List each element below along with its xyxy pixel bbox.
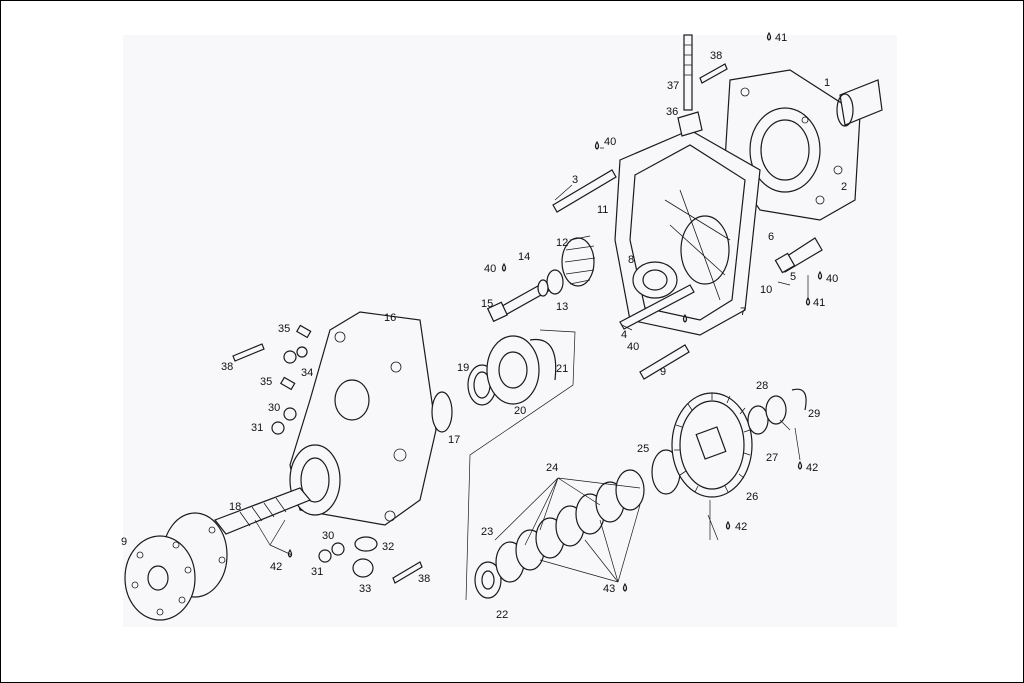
label-31-bottom: 31 [311,566,323,578]
leader-lines [254,147,809,556]
label-33: 33 [359,583,371,595]
label-40-mid: 40 [627,341,639,353]
pinion-gear [537,235,596,297]
label-40-right: 40 [826,273,838,285]
label-35-mid: 35 [260,376,272,388]
label-13: 13 [556,301,568,313]
label-42-left: 42 [270,561,282,573]
label-5: 5 [790,271,796,283]
label-2: 2 [841,181,847,193]
label-42-right: 42 [806,462,818,474]
label-4: 4 [621,329,627,341]
label-25: 25 [637,443,649,455]
label-26: 26 [746,491,758,503]
label-3: 3 [572,174,578,186]
label-40-top: 40 [604,136,616,148]
label-11: 11 [597,204,608,216]
label-40-left: 40 [484,263,496,275]
main-housing [614,129,761,336]
label-38-left: 38 [221,361,233,373]
label-20: 20 [514,405,526,417]
label-29: 29 [808,408,820,420]
main-gear [671,388,807,498]
label-6: 6 [768,231,774,243]
label-36: 36 [666,106,678,118]
label-10: 10 [760,284,772,296]
label-41-right: 41 [813,297,825,309]
label-9-flange: 9 [121,536,127,548]
breather-rod [677,34,703,137]
label-41-top: 41 [775,32,787,44]
label-1: 1 [824,77,830,89]
label-19: 19 [457,362,469,374]
label-34: 34 [301,367,313,379]
label-9: 9 [660,366,666,378]
label-16: 16 [384,312,396,324]
label-21: 21 [556,363,568,375]
label-38-bottom: 38 [418,573,430,585]
label-31-top: 31 [251,422,263,434]
label-7: 7 [740,306,746,318]
label-42-gear: 42 [735,521,747,533]
label-37: 37 [667,80,679,92]
label-27: 27 [766,452,778,464]
part-labels: 1 2 3 4 5 6 7 8 9 9 10 11 12 13 14 15 16… [121,32,847,621]
label-32: 32 [382,541,394,553]
label-30-bottom: 30 [322,530,334,542]
label-22: 22 [496,609,508,621]
output-bearing [465,329,576,601]
label-24: 24 [546,462,558,474]
label-17: 17 [448,434,460,446]
front-housing [289,311,453,526]
label-35-top: 35 [278,323,290,335]
label-38-top: 38 [710,50,722,62]
label-28: 28 [756,380,768,392]
label-8: 8 [628,254,634,266]
label-12: 12 [556,237,568,249]
clutch-plates [474,449,681,599]
output-shaft-flange [124,487,311,621]
label-15: 15 [481,298,493,310]
oil-drop-markers [287,31,823,592]
label-30-top: 30 [268,402,280,414]
label-43: 43 [603,583,615,595]
label-18: 18 [229,501,241,513]
label-14: 14 [518,251,530,263]
small-fasteners [232,63,728,584]
label-23: 23 [481,526,493,538]
